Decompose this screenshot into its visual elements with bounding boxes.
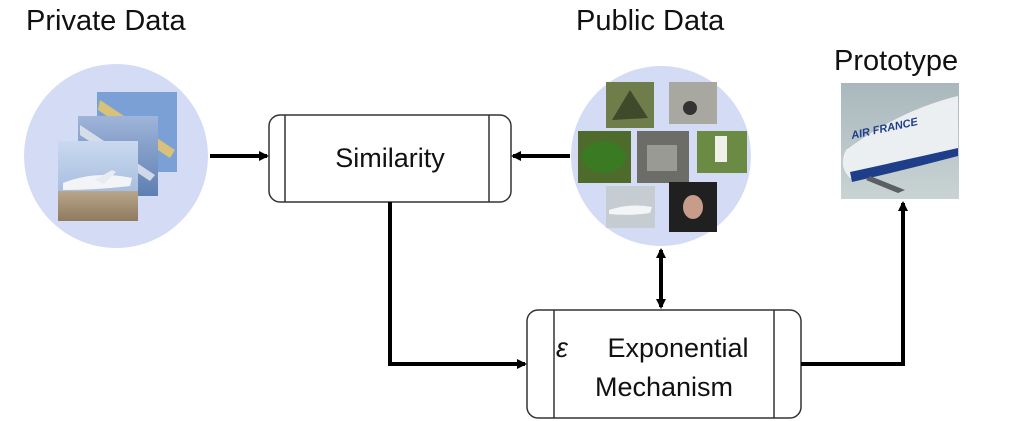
- private-data-title: Private Data: [26, 5, 186, 37]
- prototype-title: Prototype: [834, 45, 959, 77]
- similarity-label: Similarity: [335, 143, 445, 173]
- arrow-mechanism-to-prototype: [801, 201, 908, 366]
- epsilon-symbol: ε: [556, 333, 569, 363]
- exponential-label: Exponential: [607, 333, 748, 363]
- exponential-mechanism-box: ε Exponential Mechanism: [526, 309, 802, 419]
- public-data-group: [571, 66, 751, 246]
- arrow-similarity-to-mechanism: [388, 202, 527, 369]
- prototype-image: AIR FRANCE: [841, 83, 959, 199]
- private-data-group: [24, 64, 208, 248]
- similarity-box: Similarity: [268, 114, 512, 203]
- public-data-title: Public Data: [576, 5, 725, 37]
- mechanism-label: Mechanism: [595, 372, 733, 402]
- arrows: [210, 151, 908, 369]
- private-image-front-plane: [63, 174, 132, 190]
